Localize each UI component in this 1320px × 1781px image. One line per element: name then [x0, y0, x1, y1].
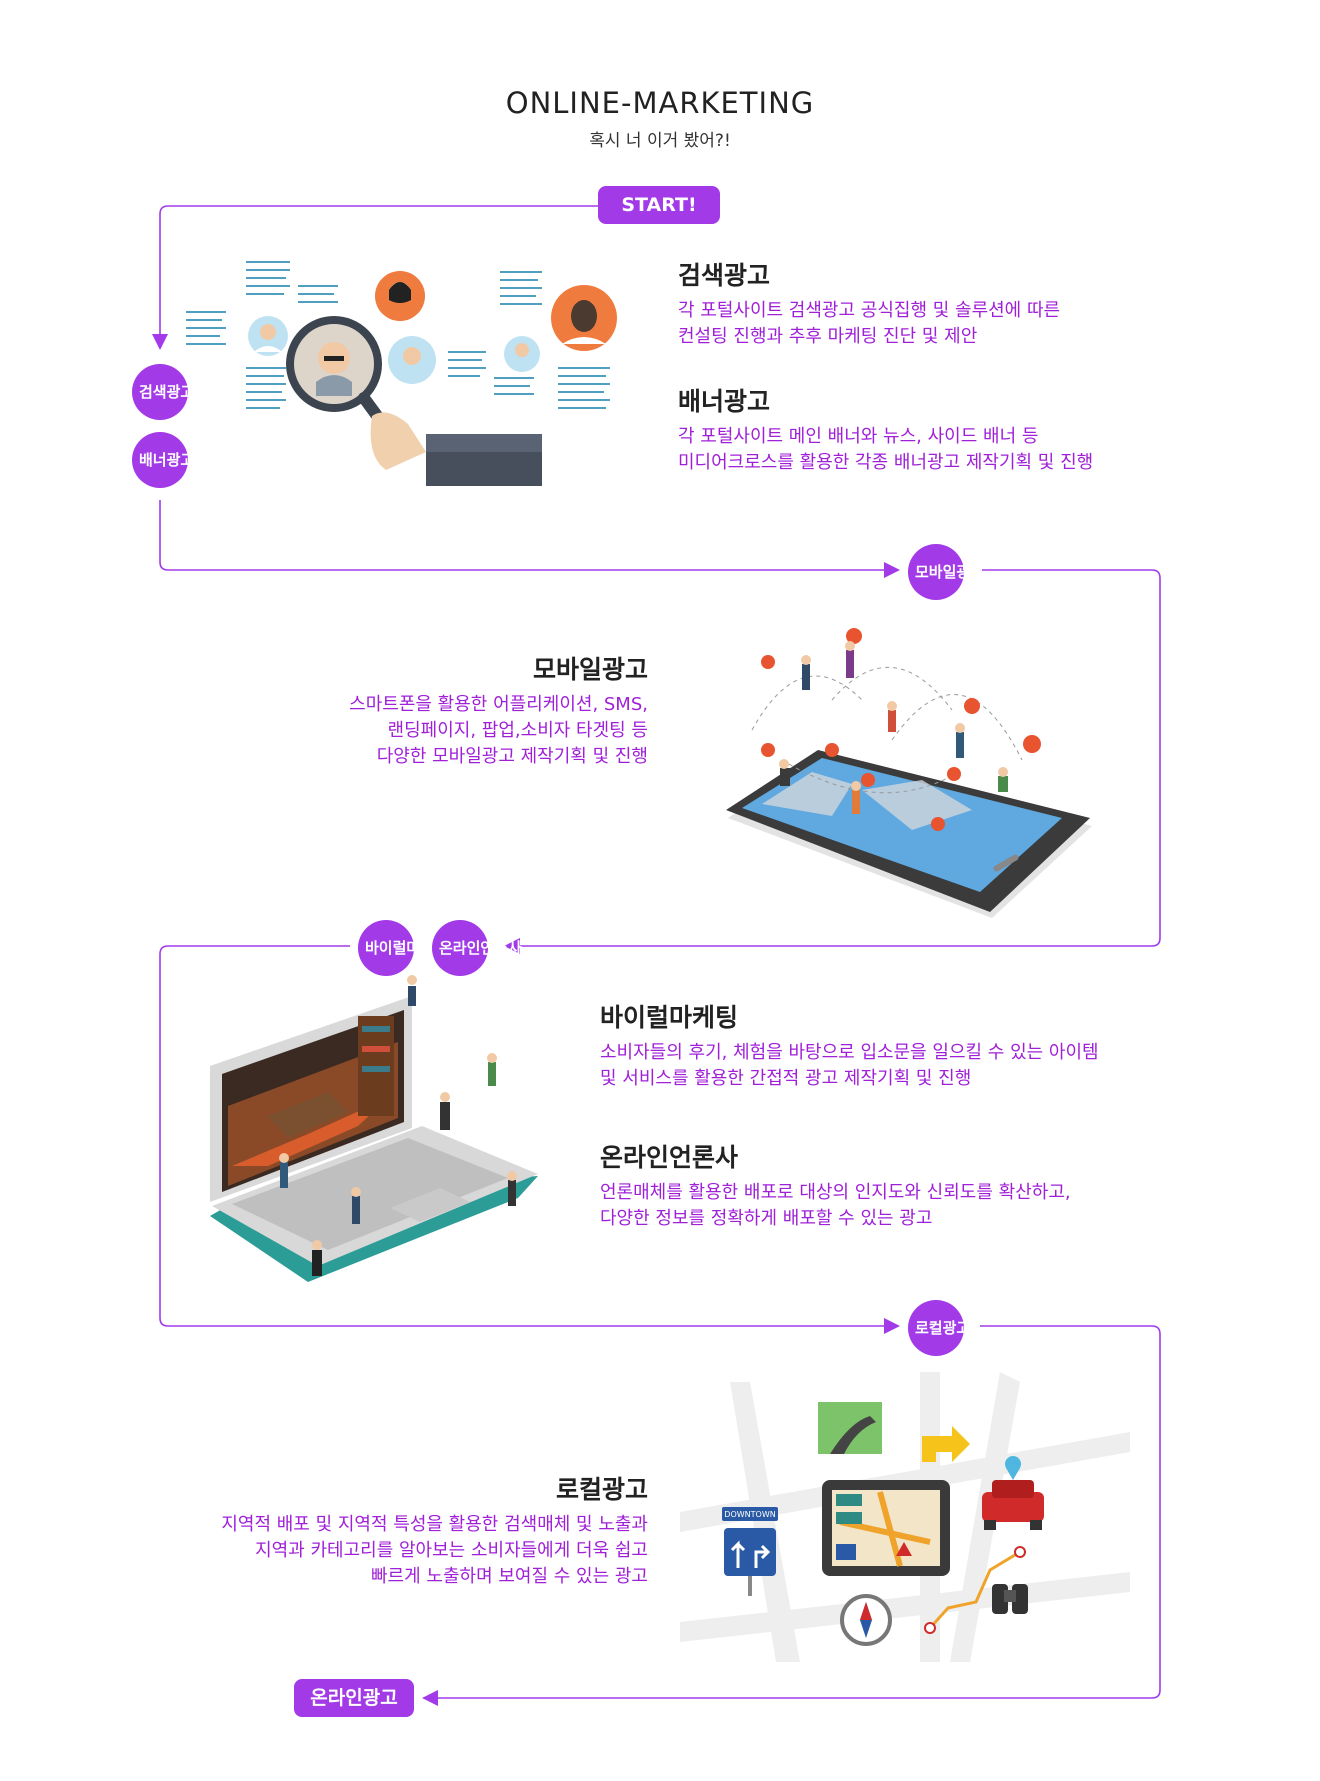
badge-press: 온라인언론사	[432, 920, 522, 976]
mobile-title: 모바일광고	[532, 655, 648, 684]
page-subtitle: 혹시 너 이거 봤어?!	[589, 131, 731, 151]
gps-navigator-icon	[822, 1480, 950, 1576]
badge-local: 로컬광고	[908, 1300, 970, 1356]
magnifier-icon	[286, 316, 542, 486]
mobile-desc: 스마트폰을 활용한 어플리케이션, SMS, 랜딩페이지, 팝업,소비자 타겟팅…	[349, 694, 648, 767]
viral-desc: 소비자들의 후기, 체험을 바탕으로 입소문을 일으킬 수 있는 아이템 및 서…	[600, 1042, 1099, 1089]
local-desc: 지역적 배포 및 지역적 특성을 활용한 검색매체 및 노출과 지역과 카테고리…	[221, 1514, 648, 1587]
mobile-illustration	[726, 628, 1092, 918]
tablet-device	[726, 750, 1092, 918]
people-figures	[779, 641, 1008, 814]
end-label: 온라인광고	[310, 1687, 398, 1709]
press-title: 온라인언론사	[600, 1143, 739, 1172]
local-title: 로컬광고	[555, 1475, 648, 1504]
road-sign-text: DOWNTOWN	[724, 1510, 775, 1519]
location-pin-icon	[1005, 1456, 1021, 1480]
road-sign-icon: DOWNTOWN	[722, 1507, 778, 1596]
route-arcs	[751, 666, 1023, 794]
search-illustration	[186, 261, 617, 486]
press-desc: 언론매체를 활용한 배포로 대상의 인지도와 신뢰도를 확산하고, 다양한 정보…	[600, 1182, 1071, 1229]
avatar-icons	[248, 271, 617, 384]
turn-arrow-icon	[922, 1426, 970, 1462]
car-icon	[982, 1480, 1044, 1530]
banner-desc: 각 포털사이트 메인 배너와 뉴스, 사이드 배너 등 미디어크로스를 활용한 …	[678, 426, 1094, 473]
badge-search: 검색광고	[132, 364, 194, 420]
start-button: START!	[598, 186, 720, 224]
bookshelf	[358, 1016, 394, 1116]
badge-viral: 바이럴마케팅	[358, 920, 448, 976]
search-desc: 각 포털사이트 검색광고 공식집행 및 솔루션에 따른 컨설팅 진행과 추후 마…	[678, 300, 1061, 347]
viral-illustration	[210, 975, 538, 1282]
route-path-icon	[924, 1546, 1026, 1634]
start-label: START!	[621, 194, 697, 216]
page-title: ONLINE-MARKETING	[505, 86, 815, 120]
road-scenery-icon	[818, 1402, 882, 1454]
badge-mobile: 모바일광고	[908, 544, 984, 600]
viral-title: 바이럴마케팅	[600, 1003, 739, 1032]
search-title: 검색광고	[678, 261, 771, 290]
badge-banner: 배너광고	[132, 432, 194, 488]
end-label-pill: 온라인광고	[294, 1679, 414, 1717]
text-lines-right	[448, 271, 610, 409]
banner-title: 배너광고	[678, 387, 771, 416]
text-lines-left	[186, 261, 338, 409]
people-figures	[279, 975, 517, 1276]
chat-bubble-icons	[761, 628, 1041, 831]
compass-icon	[840, 1594, 892, 1646]
binoculars-icon	[992, 1584, 1028, 1614]
local-illustration: DOWNTOWN	[680, 1372, 1130, 1662]
